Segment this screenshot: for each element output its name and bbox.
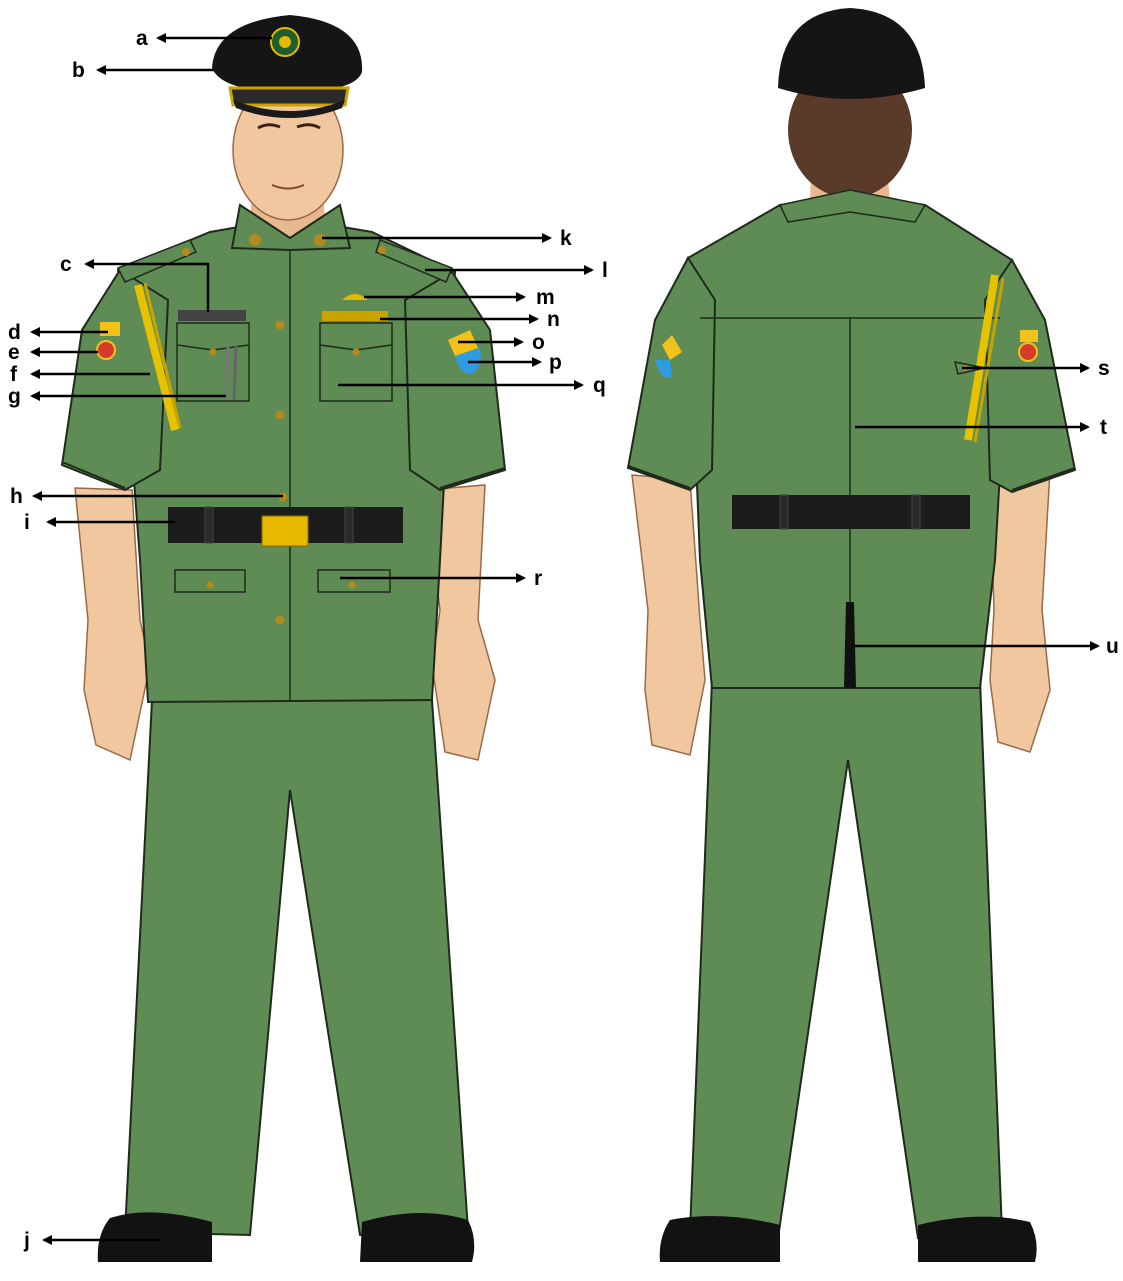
collar-badge-right-icon — [314, 234, 326, 246]
shirt-button — [276, 411, 285, 420]
front-left-shoe — [98, 1212, 212, 1262]
callout-label-s: s — [1098, 357, 1110, 380]
right-chest-pocket — [320, 323, 392, 401]
callout-label-b: b — [72, 59, 85, 82]
callout-label-u: u — [1106, 635, 1119, 658]
callout-label-e: e — [8, 341, 20, 364]
callout-label-r: r — [534, 567, 542, 590]
lower-left-pocket-flap — [175, 570, 245, 592]
callout-label-h: h — [10, 485, 23, 508]
back-sleeve-emblem-icon — [1019, 343, 1037, 361]
collar-badge-left-icon — [249, 234, 261, 246]
back-right-sleeve — [985, 260, 1075, 492]
callout-label-a: a — [136, 27, 148, 50]
sleeve-patch-yellow — [100, 322, 120, 336]
back-right-shoe — [918, 1217, 1037, 1262]
shirt-button — [276, 321, 285, 330]
callout-label-c: c — [60, 253, 72, 276]
callout-label-f: f — [10, 363, 18, 386]
back-left-forearm — [632, 475, 705, 755]
pen-icon — [226, 345, 228, 400]
callout-label-n: n — [547, 308, 560, 331]
back-right-forearm — [990, 470, 1050, 752]
front-figure — [62, 15, 505, 1262]
callout-label-m: m — [536, 286, 555, 309]
callout-label-p: p — [549, 351, 562, 374]
front-right-sleeve — [405, 272, 505, 490]
front-right-shoe — [360, 1213, 474, 1262]
back-figure — [628, 8, 1075, 1262]
name-tag — [178, 310, 246, 321]
callout-label-i: i — [24, 511, 30, 534]
shirt-button — [276, 616, 285, 625]
front-left-sleeve — [62, 270, 168, 490]
back-belt — [732, 495, 970, 529]
front-shirt-body — [118, 218, 455, 702]
front-trousers — [125, 700, 468, 1235]
callout-label-j: j — [23, 1229, 30, 1252]
rank-bar — [322, 311, 388, 321]
callout-label-k: k — [560, 227, 572, 250]
callout-label-g: g — [8, 385, 21, 408]
callout-label-o: o — [532, 331, 545, 354]
belt-buckle — [262, 516, 308, 546]
left-chest-pocket — [177, 323, 249, 401]
lower-right-pocket-flap — [318, 570, 390, 592]
back-trousers — [690, 680, 1002, 1238]
callout-label-t: t — [1100, 416, 1107, 439]
callout-label-q: q — [593, 374, 606, 397]
sleeve-emblem-icon — [97, 341, 115, 359]
back-left-shoe — [660, 1216, 780, 1262]
front-cap-band — [230, 88, 348, 105]
callout-label-l: l — [602, 259, 608, 282]
back-beret — [778, 8, 925, 99]
